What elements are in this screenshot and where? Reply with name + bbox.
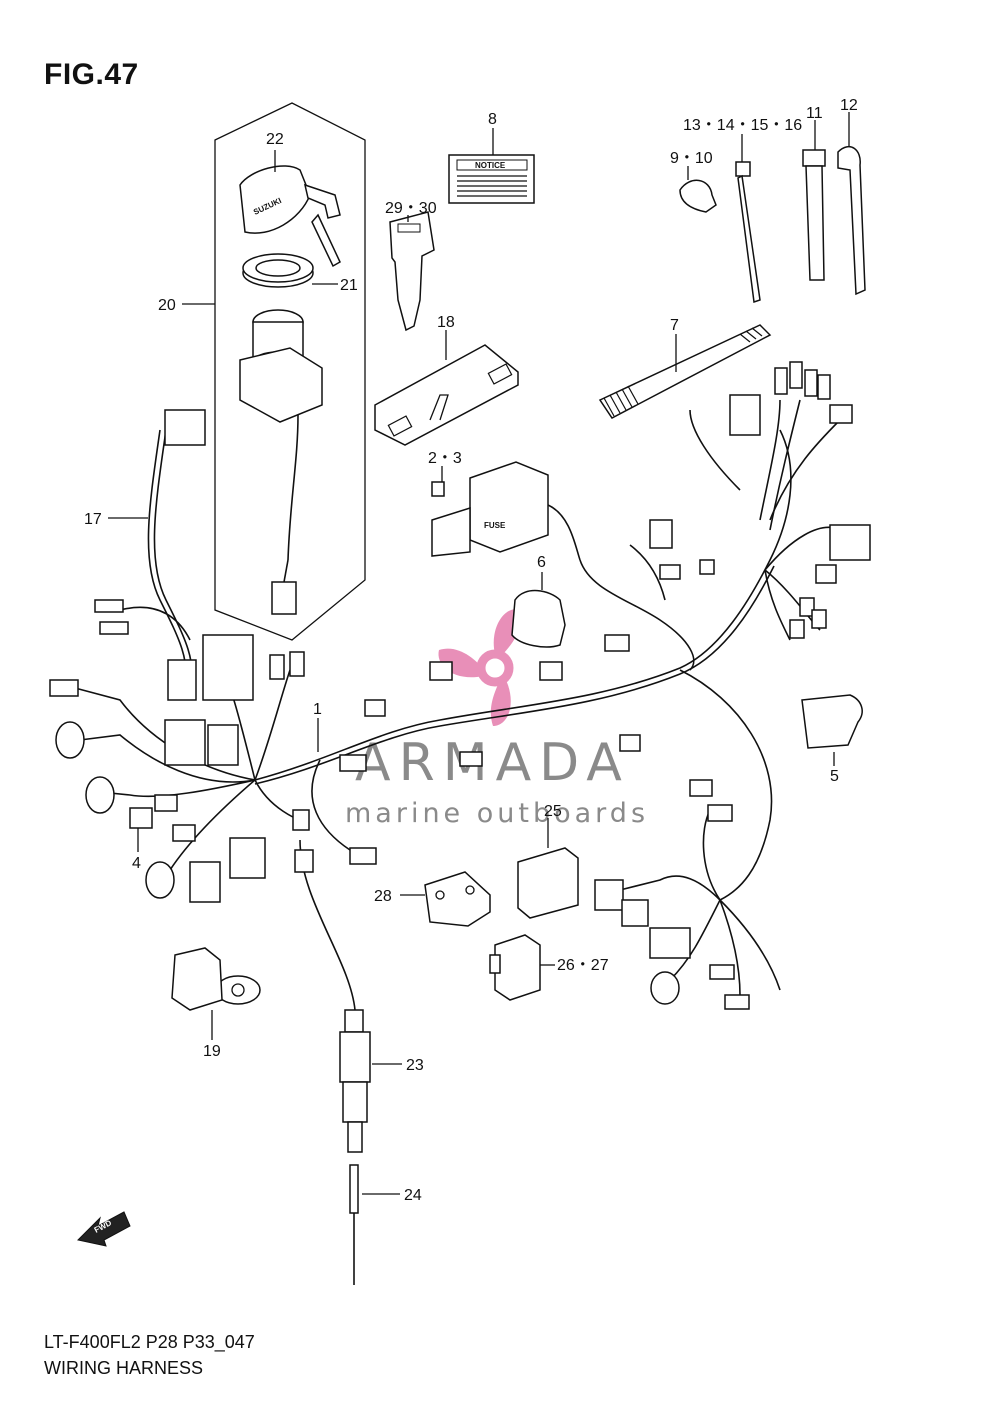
callout-22: 22 <box>266 131 284 148</box>
fuse-box-part-2-3: FUSE <box>431 461 581 561</box>
ignition-key-part-22: SUZUKI <box>239 165 341 268</box>
watermark-tagline: marine outboards <box>345 798 649 829</box>
callout-24: 24 <box>404 1187 422 1204</box>
model-code: LT-F400FL2 P28 P33_047 <box>44 1332 255 1352</box>
callout-28: 28 <box>374 888 392 905</box>
relay-socket-part-26-27 <box>489 934 541 1001</box>
callout-7: 7 <box>670 317 679 334</box>
relay-bracket-part-28 <box>424 871 491 927</box>
ignition-switch-assembly: SUZUKI <box>214 102 366 641</box>
callout-8: 8 <box>488 111 497 128</box>
callout-11: 11 <box>806 105 823 122</box>
callout-19: 19 <box>203 1043 221 1060</box>
callout-21: 21 <box>340 277 358 294</box>
callout-1: 1 <box>313 701 322 718</box>
callout-29-30: 29・30 <box>385 200 437 217</box>
forward-arrow-icon: FWD <box>76 1211 131 1247</box>
sensor-part-23 <box>339 1009 371 1153</box>
ring-nut-part-21 <box>242 253 314 288</box>
callout-4: 4 <box>132 855 141 872</box>
pin-part-24 <box>349 1164 359 1285</box>
blank-key-part-29-30 <box>389 211 435 332</box>
switch-part-19 <box>171 947 261 1011</box>
callout-9-10: 9・10 <box>670 150 713 167</box>
watermark: ARMADA marine outboards <box>345 609 649 829</box>
diagram-caption: WIRING HARNESS <box>44 1358 204 1378</box>
watermark-brand: ARMADA <box>355 733 630 793</box>
terminal-cover-part-5 <box>801 694 863 749</box>
ignition-switch-body <box>239 309 323 615</box>
cable-tie-part-13-16 <box>735 161 761 303</box>
relay-part-25 <box>517 847 579 919</box>
protective-tube-part-7 <box>598 324 772 419</box>
notice-label-part-8: NOTICE <box>448 154 535 204</box>
fig-title: FIG.47 <box>44 58 139 91</box>
cable-tie-part-12 <box>837 146 866 296</box>
callout-numbers: 22 21 20 8 29・30 18 2・3 13・14・15・16 9・10… <box>84 97 858 1204</box>
callout-20: 20 <box>158 297 176 314</box>
callout-26-27: 26・27 <box>557 957 609 974</box>
callout-12: 12 <box>840 97 858 114</box>
callout-13-16: 13・14・15・16 <box>683 117 802 134</box>
callout-18: 18 <box>437 314 455 331</box>
leader-lines <box>108 112 850 1195</box>
assembly-frame <box>214 102 366 641</box>
callout-6: 6 <box>537 554 546 571</box>
harness-connectors <box>49 361 871 1010</box>
callout-25: 25 <box>544 803 562 820</box>
callout-23: 23 <box>406 1057 424 1074</box>
svg-text:FUSE: FUSE <box>484 521 506 530</box>
callout-5: 5 <box>830 768 839 785</box>
callout-2-3: 2・3 <box>428 450 462 467</box>
wire-clamp-part-9-10 <box>679 179 717 213</box>
callout-17: 17 <box>84 511 102 528</box>
bracket-part-18 <box>374 344 519 446</box>
svg-text:NOTICE: NOTICE <box>475 161 506 170</box>
rubber-cap-part-6 <box>511 589 566 648</box>
cable-tie-part-11 <box>802 149 826 281</box>
